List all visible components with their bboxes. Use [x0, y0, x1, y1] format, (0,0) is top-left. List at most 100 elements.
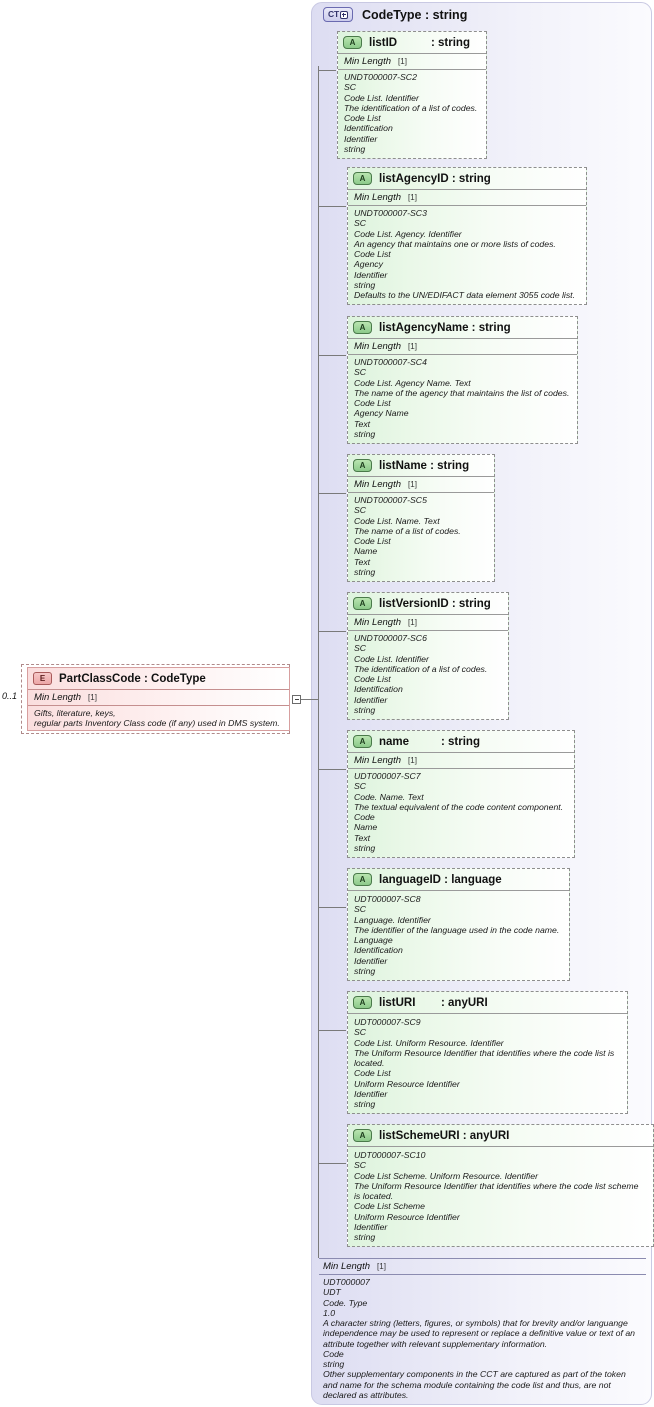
doc-line: The Uniform Resource Identifier that ide… [354, 1047, 617, 1069]
attribute-min-length-label: Min Length [344, 56, 392, 67]
doc-line: 1.0 [323, 1307, 336, 1318]
footer-min-length-cardinality: [1] [377, 1262, 386, 1271]
doc-line: Code List [354, 536, 391, 547]
doc-line: Defaults to the UN/EDIFACT data element … [354, 290, 575, 301]
doc-line: string [354, 428, 376, 439]
doc-line: Language. Identifier [354, 914, 431, 925]
tree-branch-line [318, 493, 346, 494]
doc-line: Text [354, 556, 371, 567]
doc-line: Code. Type [323, 1297, 368, 1308]
doc-line: Identification [344, 123, 393, 134]
tree-branch-line [318, 206, 346, 207]
attribute-badge: A [353, 172, 372, 185]
doc-line: Identifier [354, 955, 388, 966]
doc-line: Identifier [354, 269, 388, 280]
attribute-min-length-cardinality: [1] [408, 618, 417, 627]
doc-line: Code List. Name. Text [354, 515, 440, 526]
expand-plus-icon[interactable] [339, 10, 348, 19]
doc-line: Code List [354, 249, 391, 260]
doc-line: An agency that maintains one or more lis… [354, 238, 556, 249]
doc-line: Code List [354, 1068, 391, 1079]
doc-line: string [354, 842, 376, 853]
doc-line: Code List. Uniform Resource. Identifier [354, 1037, 504, 1048]
doc-line: Code List [354, 674, 391, 685]
doc-line: Code List. Identifier [354, 653, 429, 664]
attribute-min-length-label: Min Length [354, 192, 402, 203]
tree-branch-line [318, 70, 336, 71]
tree-branch-line [318, 1030, 346, 1031]
doc-line: string [354, 1099, 376, 1110]
doc-line: SC [354, 781, 367, 792]
doc-line: Text [354, 418, 371, 429]
doc-line: Identification [354, 684, 403, 695]
tree-trunk-line [318, 66, 319, 1258]
doc-line: UDT000007-SC8 [354, 894, 421, 904]
doc-line: Code List [344, 113, 381, 124]
element-header: E PartClassCode : CodeType [28, 668, 289, 689]
doc-line: Identifier [354, 694, 388, 705]
doc-line: Uniform Resource Identifier [354, 1211, 460, 1222]
attribute-badge: A [353, 597, 372, 610]
attribute-name: listSchemeURI : anyURI [379, 1129, 510, 1142]
doc-line: Code List. Agency. Identifier [354, 228, 462, 239]
doc-line: string [354, 965, 376, 976]
attribute-name-text: listID [369, 36, 398, 49]
attribute-badge: A [353, 873, 372, 886]
tree-branch-line [318, 907, 346, 908]
attribute-min-length-cardinality: [1] [398, 57, 407, 66]
doc-line: The name of a list of codes. [354, 525, 461, 536]
doc-line: The identifier of the language used in t… [354, 924, 560, 935]
attribute-name: listID : string [369, 37, 477, 49]
attribute-min-length-row: Min Length[1] [348, 614, 508, 631]
element-occurrence: 0..1 [2, 691, 18, 701]
doc-line: Code List [354, 398, 391, 409]
doc-line: A character string (letters, figures, or… [323, 1318, 638, 1349]
attribute-type-text: : string [431, 36, 470, 49]
attribute-badge: A [353, 1129, 372, 1142]
attribute-min-length-row: Min Length[1] [348, 189, 586, 206]
complex-type-badge[interactable]: CT [323, 7, 353, 22]
doc-line: string [354, 279, 376, 290]
attribute-min-length-row: Min Length[1] [348, 338, 577, 355]
doc-line: Code List Scheme [354, 1201, 425, 1212]
element-box-partclasscode[interactable]: E PartClassCode : CodeType Min Length [1… [27, 667, 290, 731]
element-title: PartClassCode : CodeType [59, 672, 206, 685]
doc-line: Code [323, 1348, 344, 1359]
doc-line: Identification [354, 945, 403, 956]
doc-line: The identification of a list of codes. [354, 663, 488, 674]
element-badge: E [33, 672, 52, 685]
doc-line: UNDT000007-SC5 [354, 495, 427, 505]
doc-line: SC [354, 218, 367, 229]
tree-branch-line [318, 769, 346, 770]
element-min-length-cardinality: [1] [88, 693, 97, 702]
attribute-min-length-row: Min Length[1] [348, 752, 574, 769]
attribute-min-length-label: Min Length [354, 755, 402, 766]
tree-stub-to-element [300, 699, 319, 700]
doc-line: UNDT000007-SC3 [354, 208, 427, 218]
doc-line: The name of the agency that maintains th… [354, 387, 570, 398]
element-min-length-row: Min Length [1] [28, 689, 289, 706]
attribute-badge: A [353, 735, 372, 748]
collapse-toggle[interactable] [292, 695, 301, 704]
